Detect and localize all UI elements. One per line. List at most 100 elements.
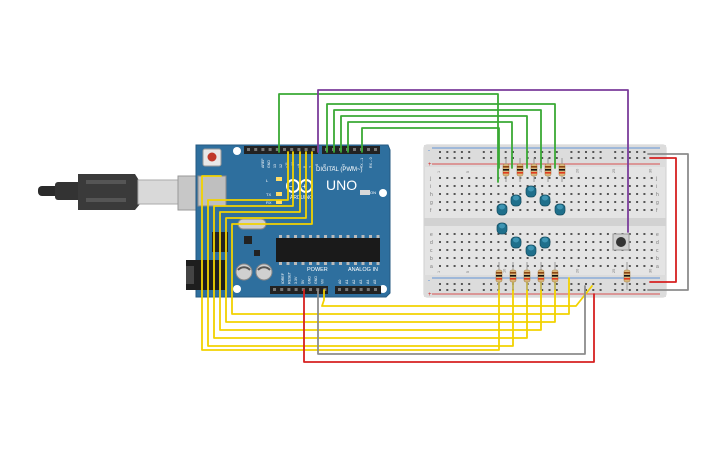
chip-pin	[301, 235, 305, 238]
wire-red-rail[interactable]	[649, 157, 677, 283]
breadboard-hole	[504, 265, 507, 267]
led[interactable]	[539, 236, 551, 249]
breadboard-hole	[541, 257, 544, 259]
resistor[interactable]	[558, 158, 566, 182]
breadboard-hole	[512, 209, 514, 211]
led[interactable]	[496, 203, 508, 216]
top-pin-label: TX→1	[360, 158, 364, 168]
led[interactable]	[525, 185, 537, 198]
wire-purple[interactable]	[317, 89, 629, 233]
resistor[interactable]	[544, 158, 552, 182]
breadboard-hole	[533, 157, 536, 159]
chip-pin	[361, 262, 365, 265]
breadboard-hole	[453, 283, 456, 285]
breadboard-hole	[592, 151, 595, 153]
analog-header	[335, 286, 381, 294]
push-button[interactable]	[612, 233, 630, 251]
resistor[interactable]	[502, 158, 510, 182]
breadboard-hole	[482, 201, 485, 203]
led[interactable]	[510, 236, 522, 249]
breadboard-hole	[453, 177, 456, 179]
breadboard-hole	[497, 193, 500, 195]
breadboard-hole	[555, 157, 558, 159]
breadboard-hole	[606, 209, 609, 211]
resistor[interactable]	[516, 158, 524, 182]
breadboard-hole	[628, 209, 631, 211]
breadboard-hole	[490, 185, 493, 187]
top-pin-label: 4	[332, 166, 336, 168]
breadboard-hole	[563, 249, 566, 251]
breadboard-hole	[621, 201, 624, 203]
rail-minus-label: -	[428, 148, 430, 154]
led[interactable]	[496, 222, 508, 235]
led[interactable]	[525, 244, 537, 257]
breadboard-hole	[643, 209, 646, 211]
breadboard-hole	[621, 151, 624, 153]
header-pin	[359, 288, 363, 291]
breadboard-hole	[628, 241, 631, 243]
breadboard-hole	[563, 185, 566, 187]
wire-yellow[interactable]	[207, 151, 514, 347]
led[interactable]	[554, 203, 566, 216]
wire-yellow[interactable]	[213, 151, 528, 339]
top-pin-label: 7	[309, 166, 313, 168]
wire-yellow[interactable]	[321, 285, 593, 307]
wire-green[interactable]	[326, 103, 556, 169]
wire-green[interactable]	[340, 115, 528, 169]
header-pin	[309, 288, 312, 291]
breadboard-hole	[533, 241, 536, 243]
top-pin-label: ~9	[297, 164, 301, 168]
breadboard-hole	[643, 241, 646, 243]
breadboard-hole	[533, 289, 536, 291]
wire-yellow[interactable]	[201, 175, 500, 351]
breadboard-hole	[650, 193, 653, 195]
wire-green[interactable]	[347, 121, 513, 169]
resistor[interactable]	[495, 262, 503, 290]
resistor[interactable]	[551, 262, 559, 290]
row-letter: e	[656, 232, 659, 238]
breadboard-hole	[446, 283, 449, 285]
breadboard-hole	[468, 209, 471, 211]
resistor[interactable]	[537, 262, 545, 290]
wire-green[interactable]	[333, 109, 542, 169]
led[interactable]	[539, 194, 551, 207]
wire-red-5v[interactable]	[303, 289, 595, 363]
breadboard-hole	[504, 241, 507, 243]
breadboard-hole	[460, 241, 463, 243]
wire-yellow[interactable]	[231, 151, 570, 315]
analog-pin-label: A1	[345, 280, 349, 284]
breadboard-hole	[628, 201, 631, 203]
resistor[interactable]	[523, 262, 531, 290]
row-letter: h	[430, 192, 433, 198]
wire-green[interactable]	[361, 127, 500, 169]
breadboard-hole	[541, 209, 544, 211]
column-number: 1	[437, 271, 441, 273]
wire-gray-gnd[interactable]	[317, 285, 586, 355]
breadboard-hole	[599, 283, 602, 285]
breadboard-hole	[585, 265, 587, 267]
rail-minus-label: -	[428, 278, 430, 284]
l-led-label: L	[266, 178, 269, 183]
breadboard-hole	[585, 249, 587, 251]
breadboard-hole	[439, 241, 441, 243]
resistor[interactable]	[623, 262, 631, 290]
header-pin	[311, 148, 315, 151]
breadboard-hole	[439, 289, 441, 291]
breadboard-hole	[541, 265, 544, 267]
header-pin	[297, 148, 301, 151]
resistor[interactable]	[530, 158, 538, 182]
breadboard-hole	[468, 283, 471, 285]
wire-green[interactable]	[278, 93, 499, 183]
row-letter: g	[430, 200, 433, 206]
breadboard-hole	[592, 233, 595, 235]
breadboard-hole	[614, 257, 617, 259]
breadboard-hole	[636, 193, 639, 195]
wire-gray-rail[interactable]	[647, 153, 689, 291]
chip-pin	[346, 235, 350, 238]
breadboard-hole	[599, 209, 602, 211]
led[interactable]	[510, 194, 522, 207]
resistor[interactable]	[509, 262, 517, 290]
